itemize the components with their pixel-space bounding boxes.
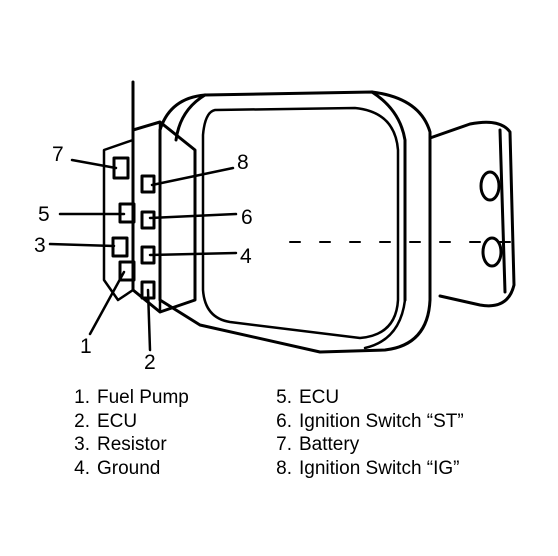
leader-3 — [48, 242, 116, 248]
callout-6: 6 — [241, 206, 253, 229]
terminal-1 — [118, 260, 136, 282]
leader-6 — [148, 212, 238, 220]
callout-4: 4 — [240, 245, 252, 268]
legend-label: Ground — [97, 457, 161, 479]
leader-4 — [148, 251, 238, 257]
legend-item: 5.ECU — [276, 387, 340, 408]
terminal-6 — [140, 210, 156, 230]
callout-5: 5 — [38, 203, 50, 226]
legend-item: 4.Ground — [74, 457, 161, 479]
legend-label: ECU — [97, 410, 138, 432]
legend-label: Ignition Switch “IG” — [299, 457, 460, 479]
legend-right-column: 5.ECU 6.Ignition Switch “ST” 7.Battery 8… — [260, 386, 464, 480]
leader-8 — [150, 166, 235, 187]
terminal-3 — [111, 236, 129, 258]
leader-1 — [88, 270, 126, 336]
legend-left-column: 1.Fuel Pump 2.ECU 3.Resistor 4.Ground — [58, 386, 189, 480]
leader-2 — [146, 288, 152, 352]
legend-item: 2.ECU — [74, 410, 138, 432]
mounting-bracket — [428, 120, 516, 308]
callout-7: 7 — [52, 143, 64, 166]
legend-label: ECU — [299, 387, 340, 408]
legend-item: 3.Resistor — [74, 434, 167, 455]
relay-housing — [158, 90, 432, 354]
legend-item: 8.Ignition Switch “IG” — [276, 457, 460, 479]
legend-label: Resistor — [97, 434, 167, 455]
legend-item: 6.Ignition Switch “ST” — [276, 410, 464, 432]
callout-3: 3 — [34, 234, 46, 257]
callout-2: 2 — [144, 351, 156, 374]
mount-hole-upper — [479, 170, 501, 202]
callout-1: 1 — [80, 335, 92, 358]
mount-hole-lower — [481, 236, 503, 268]
legend-label: Ignition Switch “ST” — [299, 410, 464, 432]
legend-item: 7.Battery — [276, 434, 360, 455]
leader-7 — [70, 158, 118, 170]
legend-label: Fuel Pump — [97, 387, 189, 408]
leader-lines — [48, 158, 238, 352]
callout-8: 8 — [237, 151, 249, 174]
legend-item: 1.Fuel Pump — [74, 387, 189, 408]
legend-label: Battery — [299, 434, 360, 455]
